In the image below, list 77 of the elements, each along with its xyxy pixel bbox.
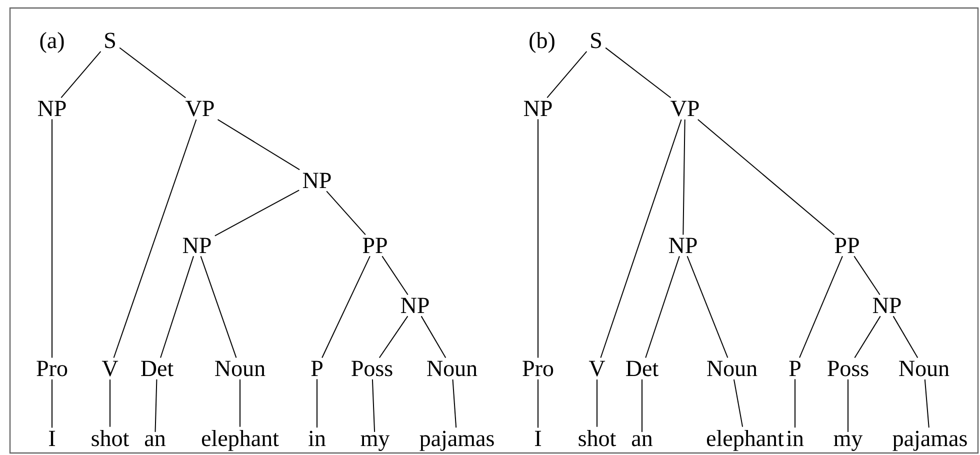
tree-branch xyxy=(645,256,680,358)
tree-branch xyxy=(854,316,881,358)
tree-branch xyxy=(600,119,682,358)
word: pajamas xyxy=(892,430,967,451)
tree-branch xyxy=(799,256,843,358)
tree-branch xyxy=(52,118,53,358)
tree-branch xyxy=(372,378,376,432)
tree-branch xyxy=(686,256,728,358)
tree-branch xyxy=(854,256,880,296)
word: I xyxy=(535,430,542,446)
tree-branch xyxy=(316,378,318,428)
category-label: NP xyxy=(668,238,697,253)
tree-branch xyxy=(214,190,300,236)
category-label: Poss xyxy=(828,360,868,376)
tree-branch xyxy=(52,378,53,428)
category-label: Noun xyxy=(427,360,478,376)
tree-branch xyxy=(682,119,686,236)
tree-branch xyxy=(326,190,366,236)
tree-branch xyxy=(382,256,408,296)
word: pajamas xyxy=(420,430,494,451)
category-label: S xyxy=(105,32,115,48)
word: an xyxy=(144,435,166,446)
category-label: NP xyxy=(400,298,429,313)
tree-branch xyxy=(697,119,835,236)
word: in xyxy=(308,430,326,446)
category-label: V xyxy=(102,360,118,376)
category-label: Poss xyxy=(352,360,392,376)
category-label: V xyxy=(588,360,606,376)
category-label: NP xyxy=(302,172,331,188)
tree-branch xyxy=(794,378,796,428)
category-label: Pro xyxy=(522,360,554,376)
category-label: Noun xyxy=(215,360,266,376)
category-label: VP xyxy=(670,100,699,116)
word: I xyxy=(49,430,56,446)
tree-branch xyxy=(217,119,300,170)
category-label: Pro xyxy=(36,360,68,376)
tree-branch xyxy=(154,378,158,432)
word: in xyxy=(786,430,804,446)
tree-branch xyxy=(60,50,102,98)
tree-branch xyxy=(892,316,918,358)
tree-branch xyxy=(322,256,370,358)
tree-branch xyxy=(924,378,930,428)
tree-branch xyxy=(452,378,457,428)
word: an xyxy=(632,435,652,446)
tree-branch xyxy=(160,256,194,358)
category-label: P xyxy=(311,360,322,376)
category-label: Det xyxy=(626,360,658,376)
category-label: NP xyxy=(524,100,552,116)
word: shot xyxy=(578,430,616,446)
tree-branch xyxy=(200,256,237,358)
category-label: NP xyxy=(182,238,211,253)
tree-branch xyxy=(378,316,408,358)
tree-branch xyxy=(113,119,197,358)
tree-branch xyxy=(596,379,598,428)
word: my xyxy=(360,435,390,451)
tree-branch xyxy=(546,50,588,98)
panel-label: (a) xyxy=(40,32,64,53)
category-label: NP xyxy=(872,298,901,313)
tree-branch xyxy=(605,47,672,98)
word: elephant xyxy=(202,430,279,451)
category-label: P xyxy=(789,360,800,376)
category-label: NP xyxy=(38,100,66,116)
category-label: PP xyxy=(362,238,387,253)
category-label: Noun xyxy=(899,360,950,376)
category-label: Det xyxy=(141,360,174,376)
tree-branch xyxy=(733,378,744,428)
word: shot xyxy=(92,430,130,446)
tree-branch xyxy=(110,379,111,428)
category-label: VP xyxy=(186,100,214,116)
tree-branch xyxy=(119,47,186,98)
word: my xyxy=(834,435,863,451)
tree-branch xyxy=(420,316,446,358)
category-label: Noun xyxy=(707,360,758,376)
category-label: PP xyxy=(834,238,859,253)
category-label: S xyxy=(591,32,601,48)
panel-label: (b) xyxy=(530,32,554,53)
word: elephant xyxy=(706,430,784,451)
